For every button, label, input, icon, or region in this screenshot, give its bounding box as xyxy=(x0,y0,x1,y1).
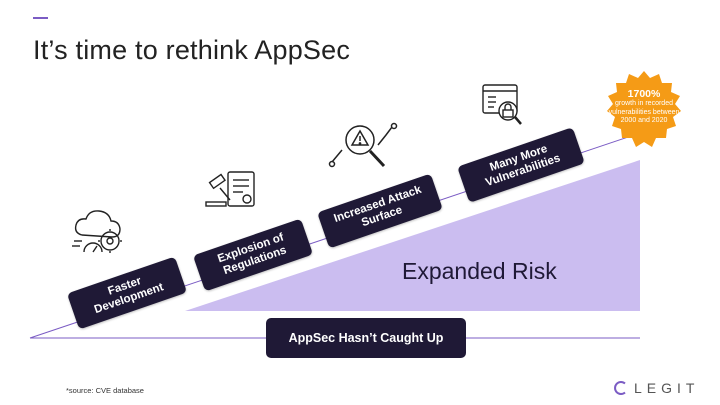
gavel-document-icon xyxy=(205,171,255,207)
expanded-risk-label: Expanded Risk xyxy=(402,258,557,284)
expanded-risk-wedge xyxy=(185,160,640,311)
appsec-caught-up-box: AppSec Hasn’t Caught Up xyxy=(266,318,466,358)
legit-logo: LEGIT xyxy=(614,380,699,396)
browser-lock-icon xyxy=(482,84,522,125)
magnifier-warning-icon xyxy=(328,122,398,168)
source-note: *source: CVE database xyxy=(66,386,144,395)
logo-text: LEGIT xyxy=(634,380,700,396)
badge-caption: growth in recorded vulnerabilities betwe… xyxy=(608,100,680,124)
logo-mark-icon xyxy=(614,381,626,395)
page-title: It’s time to rethink AppSec xyxy=(33,35,351,65)
accent-bar xyxy=(33,17,48,19)
badge-value: 1700% xyxy=(627,88,661,100)
cloud-gear-speedometer-icon xyxy=(72,210,122,253)
stat-badge: 1700% growth in recorded vulnerabilities… xyxy=(606,88,682,126)
stat-badge-burst xyxy=(607,71,681,147)
